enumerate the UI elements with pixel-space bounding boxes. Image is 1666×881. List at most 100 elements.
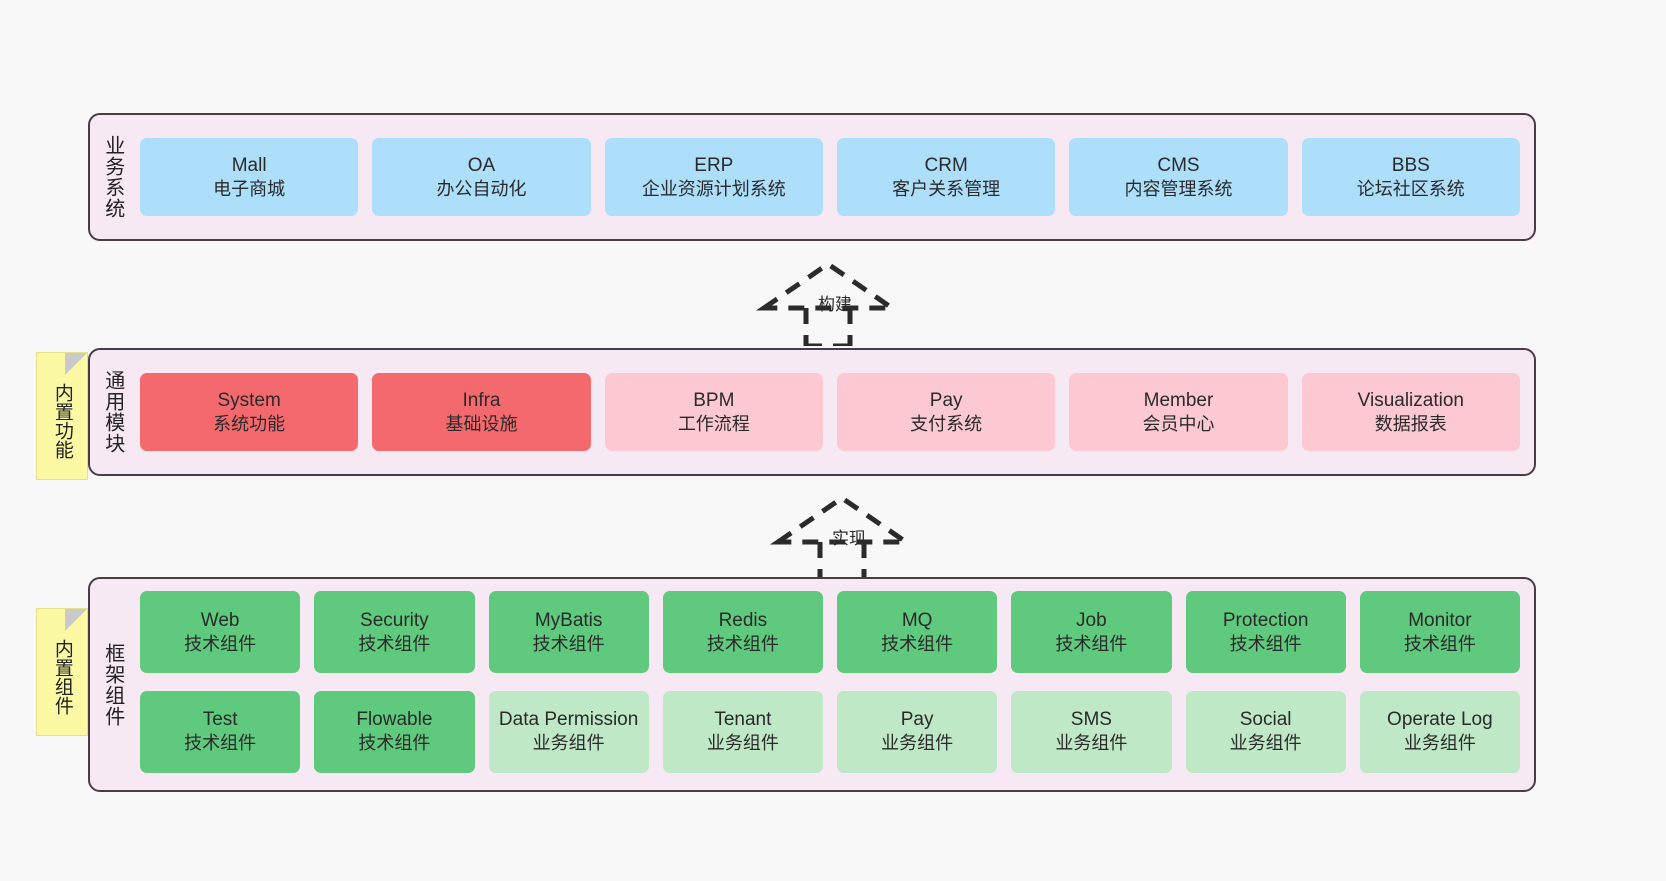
card-bpm[interactable]: BPM 工作流程 <box>604 373 823 451</box>
card-subtitle: 客户关系管理 <box>892 178 1001 199</box>
card-subtitle: 业务组件 <box>881 733 954 754</box>
connector-implement: 实现 <box>770 490 950 580</box>
note-builtin-functions: 内置功能 <box>36 352 88 480</box>
note-text: 内置功能 <box>51 383 73 459</box>
card-title: System <box>217 389 281 411</box>
card-title: Operate Log <box>1387 709 1493 731</box>
card-subtitle: 办公自动化 <box>436 178 527 199</box>
card-flowable[interactable]: Flowable 技术组件 <box>314 690 475 773</box>
connector-label-implement: 实现 <box>832 529 866 548</box>
card-pay-component[interactable]: Pay 业务组件 <box>837 690 998 773</box>
card-job[interactable]: Job 技术组件 <box>1011 591 1172 673</box>
layer-framework-components: 框架组件 Web 技术组件 Security 技术组件 MyBatis 技术组件… <box>88 577 1536 792</box>
card-web[interactable]: Web 技术组件 <box>140 591 301 673</box>
card-title: MQ <box>901 609 933 631</box>
card-title: OA <box>467 154 496 176</box>
note-builtin-components: 内置组件 <box>36 608 88 736</box>
card-subtitle: 业务组件 <box>706 733 779 754</box>
card-subtitle: 业务组件 <box>1229 733 1302 754</box>
card-subtitle: 技术组件 <box>706 633 779 654</box>
card-title: ERP <box>694 154 734 176</box>
card-title: Security <box>360 609 429 631</box>
layer-title-modules: 通用模块 <box>101 370 124 454</box>
card-subtitle: 技术组件 <box>1055 633 1128 654</box>
card-title: Test <box>202 709 238 731</box>
card-title: Flowable <box>356 709 433 731</box>
card-monitor[interactable]: Monitor 技术组件 <box>1359 591 1520 673</box>
card-mq[interactable]: MQ 技术组件 <box>837 591 998 673</box>
layer-business-system: 业务系统 Mall 电子商城 OA 办公自动化 ERP 企业资源计划系统 CRM… <box>88 113 1536 241</box>
card-title: BBS <box>1391 154 1430 176</box>
card-subtitle: 技术组件 <box>358 633 431 654</box>
card-subtitle: 会员中心 <box>1142 413 1215 434</box>
card-security[interactable]: Security 技术组件 <box>314 591 475 673</box>
card-sms[interactable]: SMS 业务组件 <box>1011 690 1172 773</box>
card-subtitle: 支付系统 <box>910 413 983 434</box>
note-text: 内置组件 <box>51 639 73 715</box>
card-infra[interactable]: Infra 基础设施 <box>372 373 591 451</box>
layer-body-modules: System 系统功能 Infra 基础设施 BPM 工作流程 Pay 支付系统… <box>134 350 1534 474</box>
card-title: CRM <box>924 154 968 176</box>
layer-body-framework: Web 技术组件 Security 技术组件 MyBatis 技术组件 Redi… <box>134 579 1534 790</box>
card-crm[interactable]: CRM 客户关系管理 <box>836 138 1056 216</box>
card-title: Visualization <box>1357 389 1464 411</box>
card-mall[interactable]: Mall 电子商城 <box>140 138 359 216</box>
layer-title-framework: 框架组件 <box>101 642 124 727</box>
card-title: Member <box>1143 389 1214 411</box>
card-erp[interactable]: ERP 企业资源计划系统 <box>604 138 823 216</box>
layer-common-modules: 通用模块 System 系统功能 Infra 基础设施 BPM 工作流程 Pay… <box>88 348 1536 476</box>
card-protection[interactable]: Protection 技术组件 <box>1185 591 1346 673</box>
card-oa[interactable]: OA 办公自动化 <box>372 138 591 216</box>
card-subtitle: 内容管理系统 <box>1124 178 1233 199</box>
card-data-permission[interactable]: Data Permission 业务组件 <box>488 690 649 773</box>
card-title: Protection <box>1222 609 1309 631</box>
card-title: Mall <box>231 154 267 176</box>
card-subtitle: 业务组件 <box>532 733 605 754</box>
card-title: MyBatis <box>534 609 603 631</box>
card-title: BPM <box>693 389 735 411</box>
card-subtitle: 技术组件 <box>358 733 431 754</box>
card-subtitle: 技术组件 <box>184 733 257 754</box>
card-visualization[interactable]: Visualization 数据报表 <box>1301 373 1520 451</box>
layer-title-business: 业务系统 <box>101 135 124 219</box>
card-redis[interactable]: Redis 技术组件 <box>662 591 823 673</box>
card-subtitle: 技术组件 <box>881 633 954 654</box>
card-subtitle: 技术组件 <box>184 633 257 654</box>
card-bbs[interactable]: BBS 论坛社区系统 <box>1301 138 1520 216</box>
layer-body-business: Mall 电子商城 OA 办公自动化 ERP 企业资源计划系统 CRM 客户关系… <box>134 115 1534 239</box>
card-member[interactable]: Member 会员中心 <box>1069 373 1288 451</box>
card-title: Redis <box>718 609 768 631</box>
connector-label-build: 构建 <box>818 295 852 314</box>
card-title: Web <box>200 609 240 631</box>
card-title: Monitor <box>1408 609 1472 631</box>
card-pay-module[interactable]: Pay 支付系统 <box>836 373 1056 451</box>
framework-row-technical: Web 技术组件 Security 技术组件 MyBatis 技术组件 Redi… <box>140 591 1520 679</box>
card-tenant[interactable]: Tenant 业务组件 <box>662 690 823 773</box>
card-subtitle: 技术组件 <box>532 633 605 654</box>
card-subtitle: 技术组件 <box>1403 633 1476 654</box>
card-title: SMS <box>1070 709 1112 731</box>
card-mybatis[interactable]: MyBatis 技术组件 <box>488 591 649 673</box>
card-operate-log[interactable]: Operate Log 业务组件 <box>1359 690 1520 773</box>
card-subtitle: 业务组件 <box>1403 733 1476 754</box>
card-subtitle: 基础设施 <box>445 413 518 434</box>
card-title: Job <box>1076 609 1107 631</box>
card-system[interactable]: System 系统功能 <box>140 373 359 451</box>
card-subtitle: 工作流程 <box>677 413 750 434</box>
card-title: Infra <box>462 389 501 411</box>
card-title: Pay <box>929 389 963 411</box>
card-title: Pay <box>900 709 934 731</box>
card-social[interactable]: Social 业务组件 <box>1185 690 1346 773</box>
card-title: Social <box>1239 709 1292 731</box>
card-subtitle: 系统功能 <box>213 413 286 434</box>
card-title: Tenant <box>714 709 772 731</box>
connector-build: 构建 <box>756 256 936 346</box>
card-subtitle: 技术组件 <box>1229 633 1302 654</box>
card-subtitle: 数据报表 <box>1374 413 1447 434</box>
card-cms[interactable]: CMS 内容管理系统 <box>1069 138 1288 216</box>
card-title: Data Permission <box>498 709 639 731</box>
card-subtitle: 论坛社区系统 <box>1356 178 1465 199</box>
framework-row-business: Test 技术组件 Flowable 技术组件 Data Permission … <box>140 690 1520 779</box>
card-test[interactable]: Test 技术组件 <box>140 690 301 773</box>
